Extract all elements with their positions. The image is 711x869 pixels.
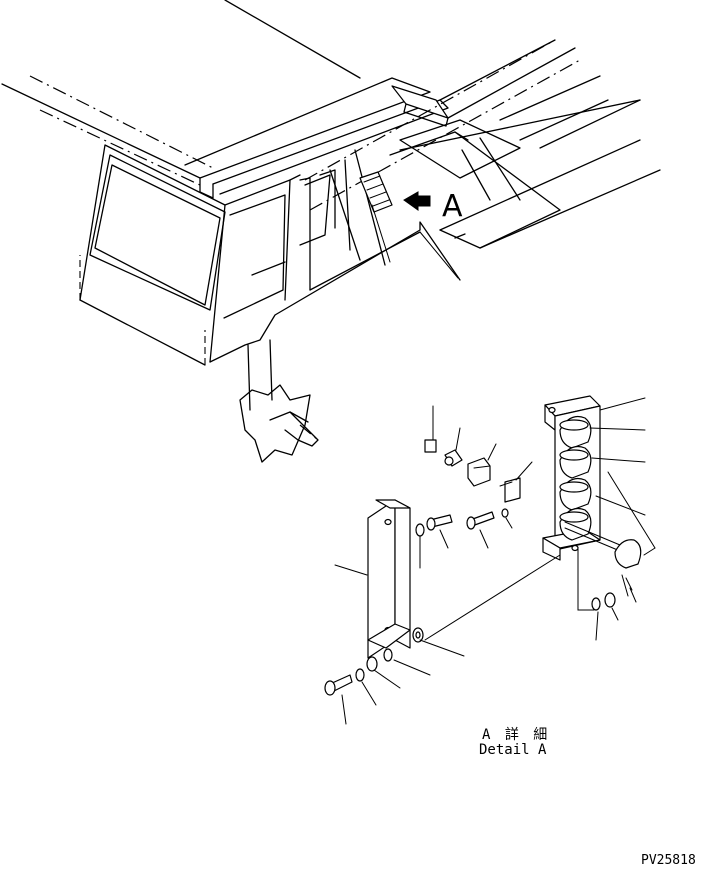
drawing-number: PV25818 xyxy=(641,853,696,868)
lamp-bracket xyxy=(542,395,642,597)
view-marker-label: A xyxy=(442,189,463,224)
leader-lines-upper xyxy=(371,204,459,279)
detail-a-parts xyxy=(324,395,656,725)
detail-caption-jp: A 詳 細 xyxy=(482,727,551,743)
leader-lines-detail xyxy=(341,397,656,725)
detail-caption-en: Detail A xyxy=(479,742,547,758)
cab-assembly xyxy=(1,0,661,463)
bracket-plate xyxy=(334,499,411,659)
small-parts xyxy=(324,439,616,696)
